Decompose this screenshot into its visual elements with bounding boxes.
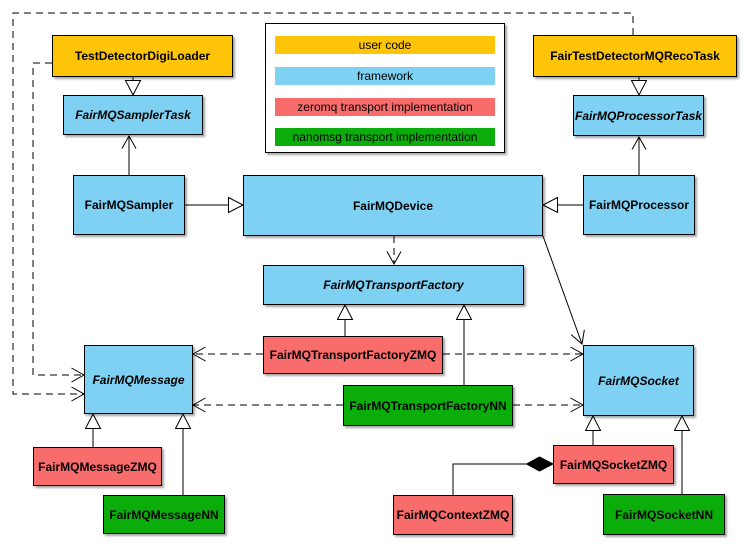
node-fairmqsocketzmq: FairMQSocketZMQ — [553, 445, 674, 484]
node-fairmqsocketnn: FairMQSocketNN — [603, 494, 725, 535]
node-fairmqcontextzmq: FairMQContextZMQ — [393, 495, 513, 535]
node-fairmqmessage: FairMQMessage — [84, 345, 193, 414]
node-fairtestdetectormqrecotask: FairTestDetectorMQRecoTask — [533, 35, 737, 77]
node-fairmqtransportfactoryzmq: FairMQTransportFactoryZMQ — [263, 336, 443, 374]
edge-comp-socketzmq-contextzmq — [452, 464, 553, 495]
node-testdetectordigiloader: TestDetectorDigiLoader — [52, 35, 233, 77]
node-fairmqsamplertask: FairMQSamplerTask — [63, 95, 203, 135]
node-fairmqsocket: FairMQSocket — [583, 345, 694, 416]
edge-assoc-device-socket — [542, 235, 585, 345]
edge-dep-digiloader-message — [32, 62, 86, 383]
node-fairmqtransportfactorynn: FairMQTransportFactoryNN — [343, 385, 513, 426]
legend-item-framework: framework — [275, 67, 495, 85]
node-fairmqmessagezmq: FairMQMessageZMQ — [33, 447, 162, 486]
legend-item-nanomsg: nanomsg transport implementation — [275, 128, 495, 146]
edge-dep-recotask-message — [12, 12, 634, 402]
node-fairmqprocessortask: FairMQProcessorTask — [573, 95, 704, 136]
node-fairmqtransportfactory: FairMQTransportFactory — [263, 265, 524, 305]
legend: user code framework zeromq transport imp… — [265, 23, 505, 153]
node-fairmqdevice: FairMQDevice — [243, 175, 543, 236]
node-fairmqmessagenn: FairMQMessageNN — [103, 495, 225, 534]
node-fairmqsampler: FairMQSampler — [73, 175, 185, 235]
node-fairmqprocessor: FairMQProcessor — [583, 175, 695, 235]
legend-item-zeromq: zeromq transport implementation — [275, 98, 495, 116]
legend-item-user-code: user code — [275, 36, 495, 54]
